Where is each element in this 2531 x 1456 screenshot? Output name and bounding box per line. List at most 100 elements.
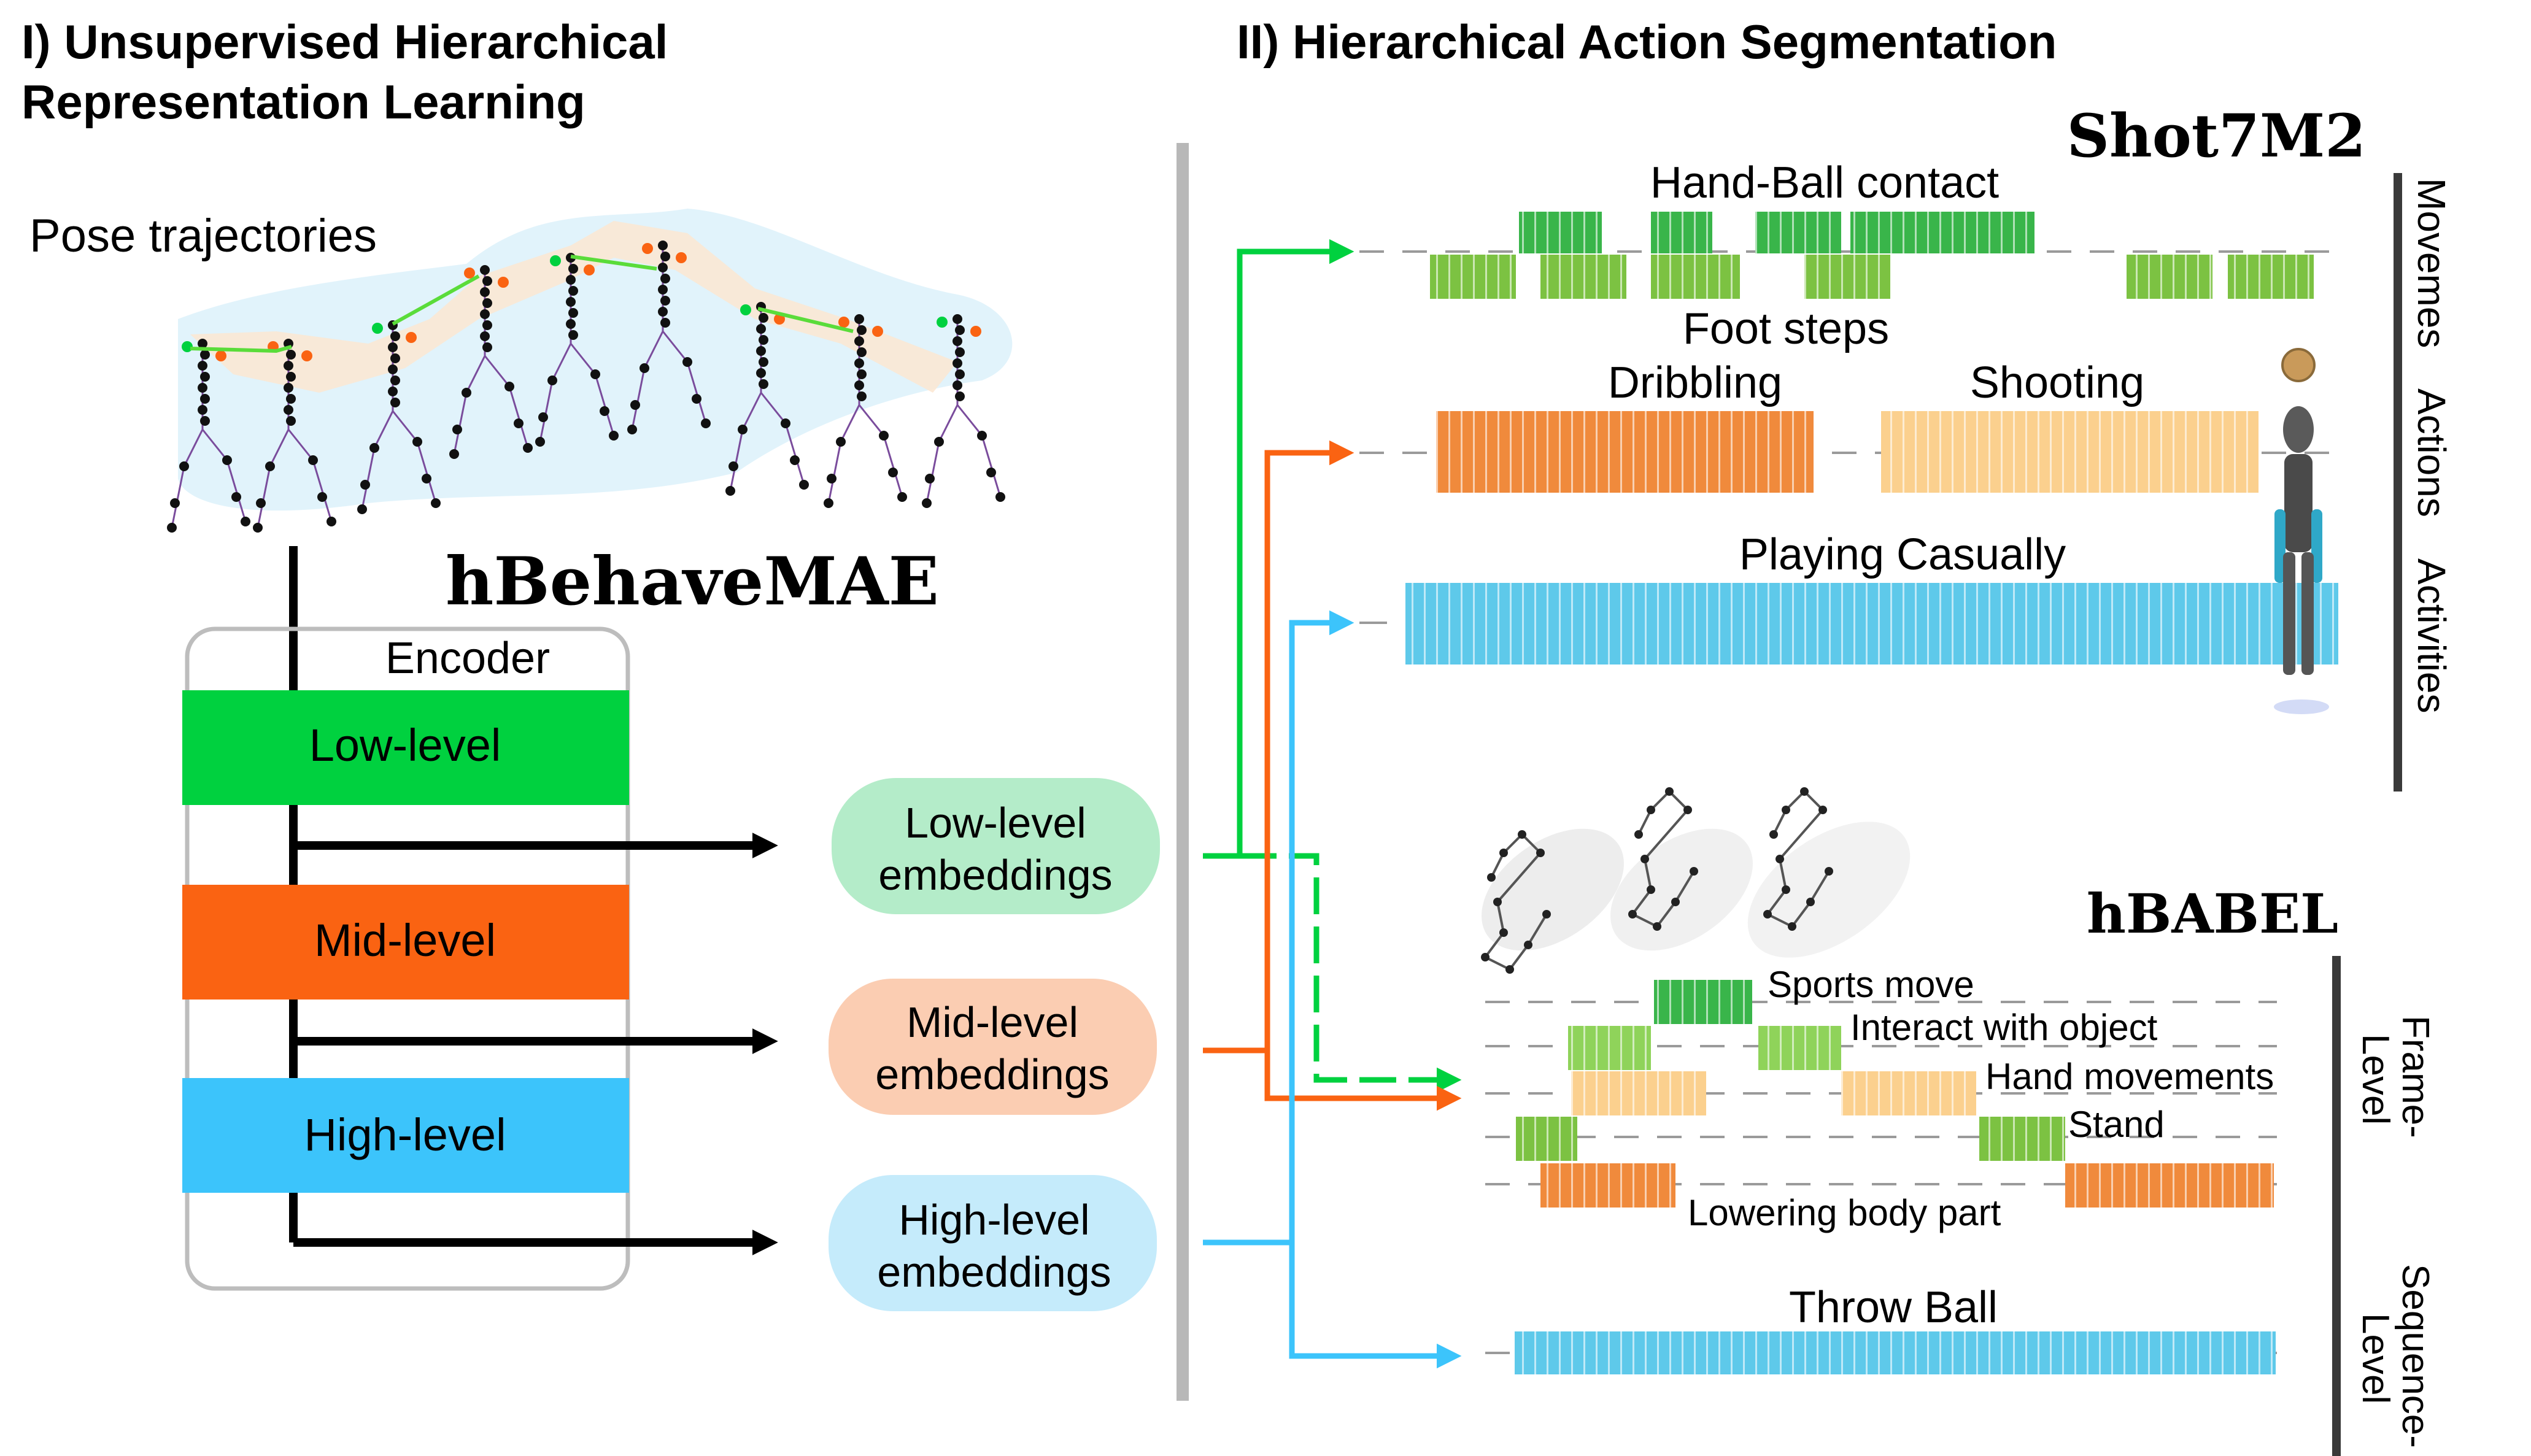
pose-joint	[609, 431, 619, 441]
hand-movements-segment	[1841, 1071, 1976, 1115]
pose-joint	[630, 400, 640, 410]
pose-trajectories-label: Pose trajectories	[29, 210, 377, 262]
babel-skeleton-bone	[1765, 790, 1830, 928]
pose-joint	[590, 369, 600, 379]
pose-hand-joint	[182, 341, 193, 352]
babel-skeleton-dots	[1481, 787, 1833, 974]
high-level-embeddings: High-level embeddings	[829, 1175, 1157, 1311]
pose-joint	[897, 492, 907, 502]
pose-joint	[568, 286, 578, 296]
stand-segment	[1979, 1117, 2065, 1161]
foot-step-segment	[1540, 255, 1626, 299]
pose-joint	[222, 455, 232, 465]
pose-joint	[888, 468, 898, 477]
pose-joint	[682, 357, 692, 367]
green-arrow-frame	[1240, 853, 1462, 1093]
bracket-activities: Activities	[2409, 558, 2454, 714]
interact-object-segment	[1568, 1026, 1651, 1070]
pose-joint	[547, 376, 557, 385]
mid-level-label: Mid-level	[314, 915, 496, 966]
babel-skeleton-joint	[1493, 898, 1502, 906]
hand-ball-segment	[1519, 212, 1602, 253]
bracket-frame-level-1: Frame-	[2394, 1015, 2436, 1138]
pose-joint	[759, 357, 768, 367]
shot7m2-bracket	[2394, 173, 2402, 792]
lowering-body-label: Lowering body part	[1688, 1192, 2001, 1233]
blue-arrow-sequence	[1289, 1242, 1462, 1369]
pose-joint	[934, 437, 944, 447]
pose-joint	[566, 275, 576, 285]
lowering-body-segment	[1540, 1163, 1675, 1208]
trajectory-line	[757, 307, 854, 333]
pose-joint	[759, 379, 768, 389]
pose-joint	[955, 369, 965, 379]
pose-joint	[600, 406, 609, 416]
pose-joint	[480, 265, 490, 275]
pose-hand-joint	[970, 326, 981, 337]
pose-joint	[799, 480, 809, 490]
pose-joint	[879, 431, 889, 441]
stand-segment	[1516, 1117, 1577, 1161]
mid-level-block: Mid-level	[182, 885, 629, 1000]
pose-joint	[390, 353, 400, 363]
lowering-body-segment	[2065, 1163, 2274, 1208]
babel-skeleton-joint	[1653, 922, 1661, 931]
low-embeddings-line1: Low-level	[905, 799, 1086, 847]
pose-joint	[759, 335, 768, 345]
pose-joint	[369, 443, 379, 453]
hbabel-segments	[1515, 980, 2276, 1374]
dribbling-label: Dribbling	[1608, 358, 1782, 407]
trajectory-line	[570, 255, 657, 271]
pose-joint	[986, 468, 996, 477]
pose-joint	[790, 455, 800, 465]
pose-joint	[452, 425, 462, 434]
pose-joint	[317, 492, 327, 502]
high-level-label: High-level	[304, 1109, 506, 1160]
pose-joint	[756, 324, 766, 334]
pose-joint	[170, 498, 180, 508]
pose-joint	[953, 380, 962, 390]
pose-joint	[854, 314, 864, 324]
pose-joint	[538, 412, 548, 422]
pose-joint	[955, 325, 965, 335]
pose-hand-joint	[838, 317, 849, 328]
hand-ball-label: Hand-Ball contact	[1650, 158, 1999, 207]
pose-joint	[480, 309, 490, 319]
pose-joint	[284, 361, 293, 371]
orange-arrow-actions	[1203, 440, 1354, 1053]
pose-joint	[640, 363, 649, 373]
pose-joint	[756, 346, 766, 356]
pose-joint	[449, 449, 459, 459]
basketball-player-figure	[2274, 348, 2329, 714]
connector-arrows	[1203, 239, 1462, 1369]
pose-hand-joint	[937, 317, 948, 328]
high-embeddings-line1: High-level	[898, 1196, 1089, 1244]
pose-joint	[857, 391, 867, 401]
foot-step-segment	[1804, 255, 1890, 299]
babel-skeleton-joint	[1634, 830, 1643, 839]
babel-skeleton-joint	[1640, 855, 1649, 863]
pose-joint	[660, 296, 670, 306]
pose-joint	[231, 492, 241, 502]
pose-joint	[390, 376, 400, 385]
playing-casually-label: Playing Casually	[1739, 530, 2066, 579]
pose-joint	[200, 372, 210, 382]
pose-joint	[286, 416, 296, 426]
hbehavemae-title: hBehaveMAE	[446, 543, 939, 620]
hand-ball-segment	[1850, 212, 2034, 253]
mid-level-embeddings: Mid-level embeddings	[829, 979, 1157, 1115]
foot-steps-label: Foot steps	[1683, 304, 1889, 353]
low-level-embeddings: Low-level embeddings	[832, 778, 1160, 914]
shot7m2-title: Shot7M2	[2067, 101, 2366, 171]
babel-skeleton-joint	[1763, 910, 1772, 919]
pose-joint	[480, 331, 490, 341]
pose-joint	[198, 339, 207, 349]
babel-skeleton-joint	[1647, 885, 1655, 894]
pose-hand-joint	[584, 264, 595, 275]
babel-skeleton-joint	[1505, 965, 1514, 974]
pose-joint	[462, 388, 471, 398]
pose-joint	[286, 394, 296, 404]
pose-hand-joint	[550, 255, 561, 266]
babel-skeleton-joint	[1628, 910, 1637, 919]
